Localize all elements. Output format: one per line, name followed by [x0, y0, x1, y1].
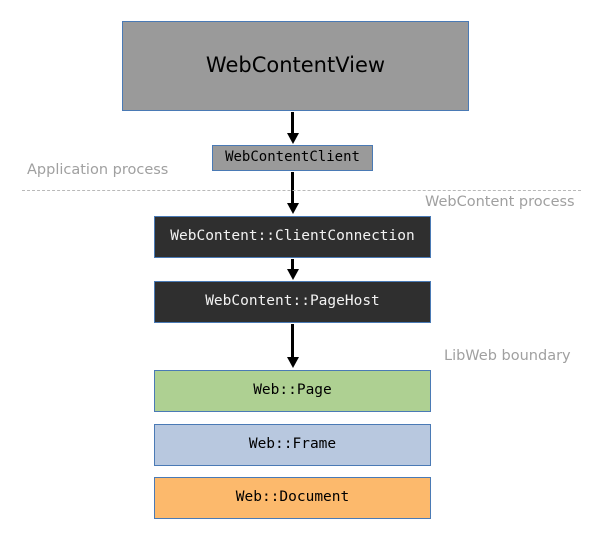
node-webcontentclient-label: WebContentClient [225, 149, 360, 166]
node-web-page[interactable]: Web::Page [154, 370, 431, 412]
node-webcontentview[interactable]: WebContentView [122, 21, 469, 111]
node-web-page-label: Web::Page [253, 382, 332, 399]
arrow-webcontentclient-to-clientconnection [291, 172, 294, 204]
node-webcontent-clientconnection-label: WebContent::ClientConnection [170, 228, 415, 245]
node-webcontent-pagehost[interactable]: WebContent::PageHost [154, 281, 431, 323]
arrow-webcontentview-to-webcontentclient [291, 112, 294, 134]
node-webcontentclient[interactable]: WebContentClient [212, 145, 373, 171]
label-application-process: Application process [27, 162, 169, 178]
node-web-frame[interactable]: Web::Frame [154, 424, 431, 466]
arrow-pagehost-to-page [291, 324, 294, 358]
process-boundary-divider [22, 190, 581, 191]
node-web-document[interactable]: Web::Document [154, 477, 431, 519]
node-web-frame-label: Web::Frame [248, 436, 337, 453]
label-libweb-boundary: LibWeb boundary [444, 348, 571, 364]
node-webcontent-clientconnection[interactable]: WebContent::ClientConnection [154, 216, 431, 258]
label-webcontent-process: WebContent process [425, 194, 575, 210]
node-webcontent-pagehost-label: WebContent::PageHost [205, 293, 380, 310]
node-webcontentview-label: WebContentView [205, 53, 386, 78]
node-web-document-label: Web::Document [235, 489, 350, 506]
arrow-clientconnection-to-pagehost [291, 259, 294, 270]
